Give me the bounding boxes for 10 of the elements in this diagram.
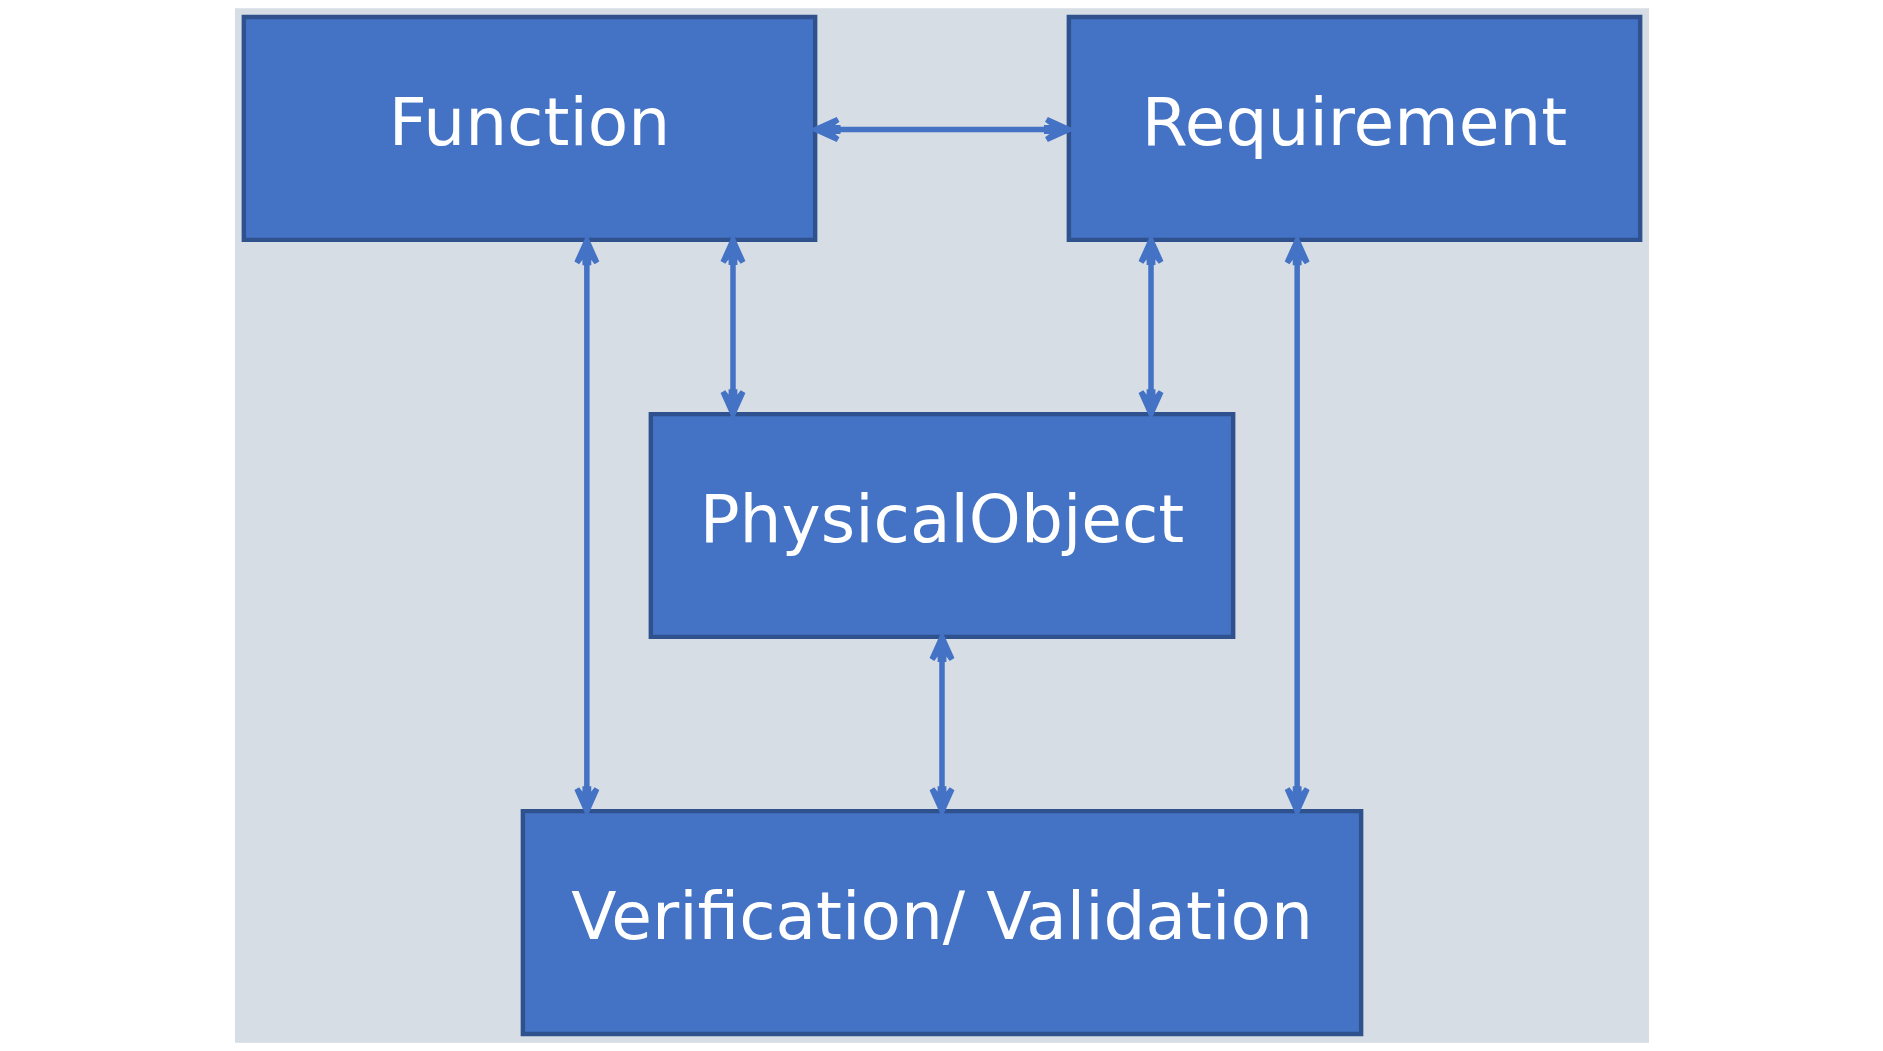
arrow xyxy=(928,634,955,814)
arrow xyxy=(812,116,1072,143)
node-box: Requirement xyxy=(1066,14,1642,243)
arrow xyxy=(573,237,600,814)
node-box: Function xyxy=(241,14,817,243)
node-box: Verification/ Validation xyxy=(520,808,1363,1037)
arrow xyxy=(1283,237,1310,814)
arrow xyxy=(1137,237,1164,417)
node-box: PhysicalObject xyxy=(648,411,1235,640)
arrow xyxy=(719,237,746,417)
